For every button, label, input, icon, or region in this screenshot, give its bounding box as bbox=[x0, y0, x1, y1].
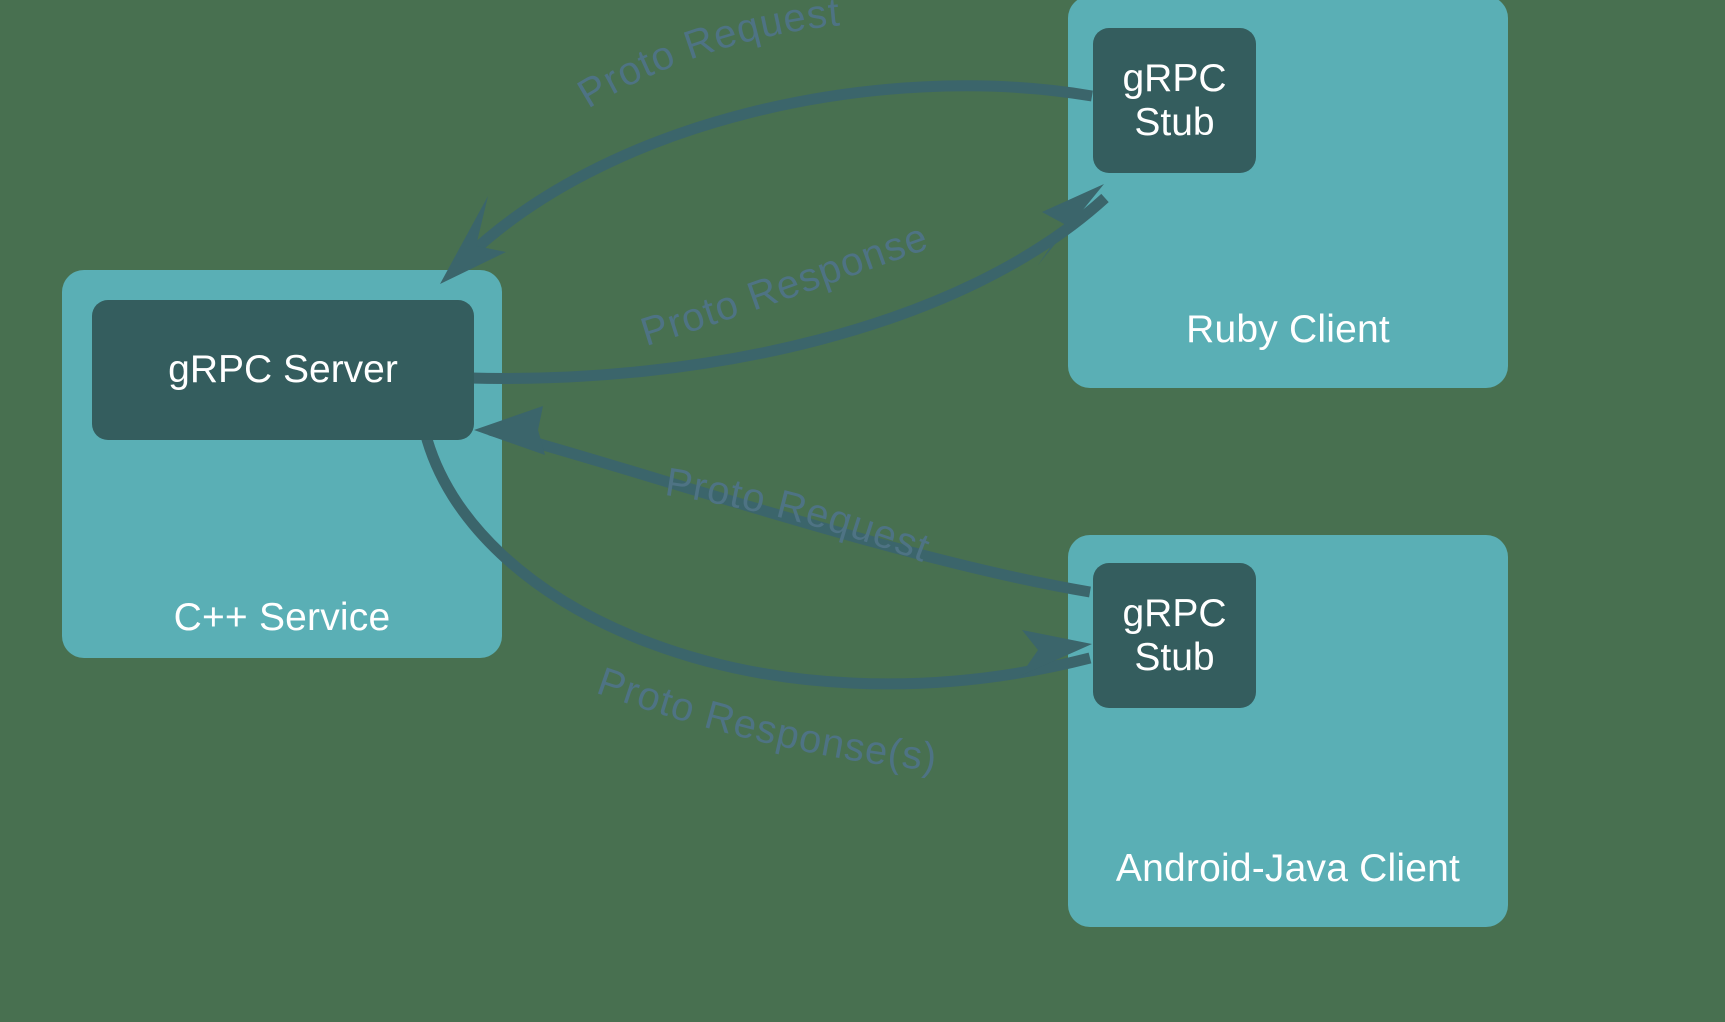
edge-label-ruby-response-text: Proto Response bbox=[636, 215, 933, 355]
node-grpc-stub-ruby[interactable]: gRPC Stub bbox=[1093, 28, 1256, 173]
edge-ruby-response-path bbox=[469, 193, 1109, 384]
panel-ruby-client-label: Ruby Client bbox=[1186, 308, 1390, 351]
edge-label-ruby-response: Proto Response bbox=[636, 215, 934, 355]
node-grpc-stub-android-line2: Stub bbox=[1134, 635, 1215, 679]
edge-label-ruby-request-text: Proto Request bbox=[570, 0, 841, 117]
edge-ruby-request-path bbox=[452, 80, 1093, 272]
panel-cpp-service-label: C++ Service bbox=[173, 596, 391, 639]
node-grpc-stub-ruby-line2: Stub bbox=[1134, 100, 1215, 144]
edge-label-android-response: Proto Response(s) bbox=[592, 659, 939, 779]
panel-android-java-client-label: Android-Java Client bbox=[1115, 847, 1461, 890]
edge-android-request-path bbox=[488, 424, 1091, 598]
node-grpc-stub-android-line1: gRPC bbox=[1122, 591, 1227, 635]
node-grpc-server[interactable]: gRPC Server bbox=[92, 300, 474, 440]
edge-label-android-response-text: Proto Response(s) bbox=[592, 659, 938, 779]
node-grpc-server-label: gRPC Server bbox=[168, 348, 398, 392]
edge-android-response-path bbox=[419, 430, 1092, 690]
edge-label-ruby-request: Proto Request bbox=[570, 0, 842, 117]
edge-label-android-request-text: Proto Request bbox=[662, 460, 935, 571]
node-grpc-stub-ruby-line1: gRPC bbox=[1122, 56, 1227, 100]
node-grpc-stub-android[interactable]: gRPC Stub bbox=[1093, 563, 1256, 708]
edge-label-android-request: Proto Request bbox=[662, 460, 936, 571]
